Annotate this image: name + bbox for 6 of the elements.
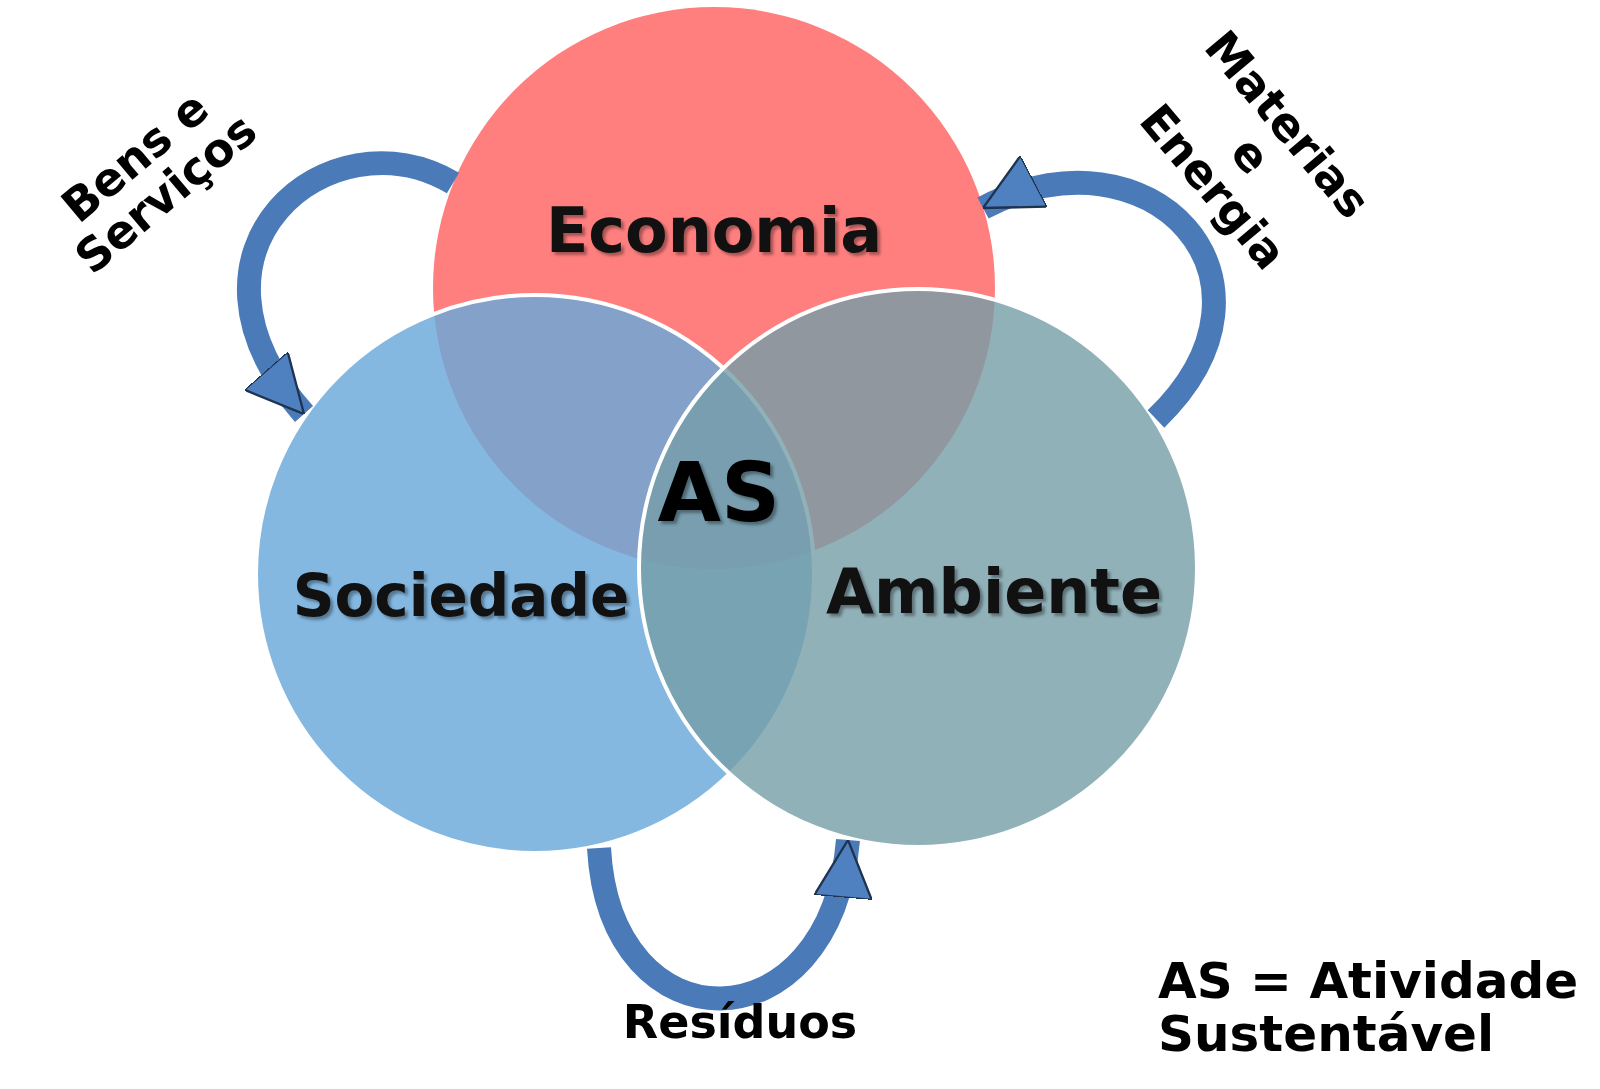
circle-label: Sociedade: [292, 562, 630, 630]
circle-label: Economia: [545, 193, 883, 267]
center-label: AS: [657, 450, 781, 537]
legend-note: AS = Atividade Sustentável: [1158, 955, 1580, 1060]
circle-label: Ambiente: [825, 554, 1163, 628]
edge-label: Resíduos: [621, 998, 859, 1047]
